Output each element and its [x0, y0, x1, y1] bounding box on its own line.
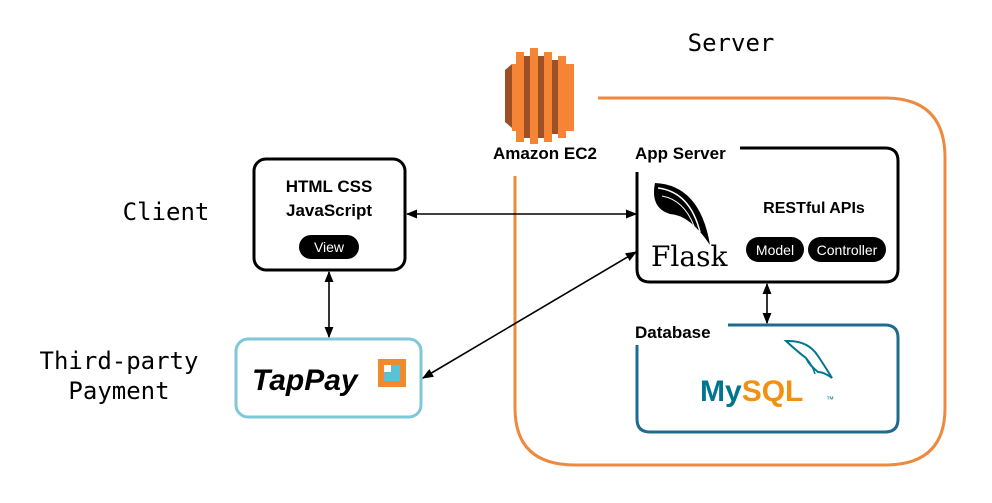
database-box	[635, 323, 900, 434]
aws-ec2-icon	[505, 48, 574, 144]
app-server-title: App Server	[635, 144, 726, 163]
mysql-wordmark-my: My	[700, 375, 742, 408]
tappay-square-icon	[378, 359, 406, 387]
app-server-box	[635, 146, 900, 284]
mysql-wordmark: MySQL	[700, 375, 803, 408]
third-party-label-line2: Payment	[68, 377, 169, 405]
mysql-dolphin-icon	[783, 339, 833, 379]
controller-pill	[808, 237, 886, 262]
controller-pill-label: Controller	[817, 242, 878, 258]
mysql-wordmark-sql: SQL	[742, 375, 804, 408]
database-title: Database	[635, 323, 711, 342]
model-pill-label: Model	[756, 242, 794, 258]
tappay-wordmark: TapPay	[252, 364, 359, 397]
server-group-border	[513, 96, 947, 467]
mysql-trademark: ™	[826, 395, 834, 404]
model-pill	[746, 237, 804, 262]
flask-logo-icon	[654, 183, 710, 245]
client-label: Client	[123, 198, 210, 226]
client-tech-line2: JavaScript	[286, 201, 372, 220]
flask-wordmark: Flask	[651, 240, 728, 273]
client-box	[252, 157, 407, 272]
third-party-label-line1: Third-party	[40, 347, 199, 375]
tappay-box	[234, 337, 423, 419]
arrow-tappay-to-app-server	[422, 251, 637, 379]
view-pill	[299, 235, 359, 259]
ec2-label: Amazon EC2	[493, 144, 597, 163]
view-pill-label: View	[314, 239, 345, 255]
restful-apis-label: RESTful APIs	[763, 200, 865, 217]
server-label: Server	[688, 29, 775, 57]
client-tech-line1: HTML CSS	[286, 177, 373, 196]
